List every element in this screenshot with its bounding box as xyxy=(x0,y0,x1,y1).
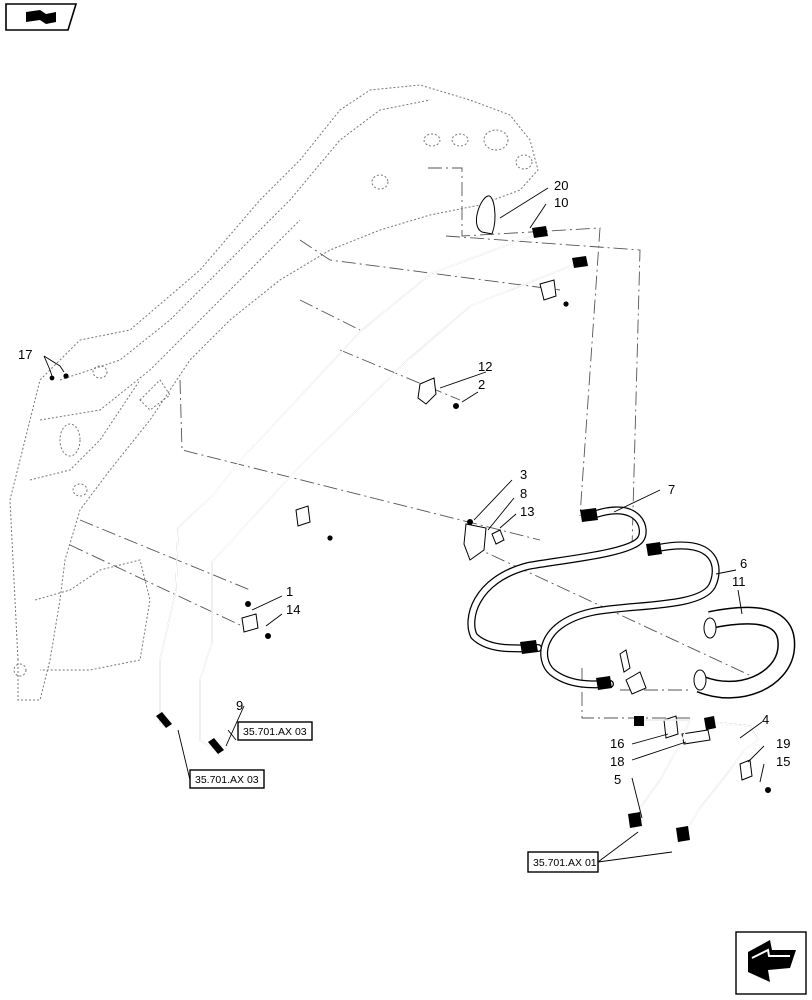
callout-8: 8 xyxy=(520,486,527,501)
book-arrow-icon[interactable] xyxy=(5,3,78,31)
callout-labels: 20 10 12 2 17 3 8 13 7 6 11 1 14 9 4 19 … xyxy=(18,178,790,787)
hydraulic-tube-right xyxy=(199,261,581,754)
callout-16: 16 xyxy=(610,736,624,751)
callout-6: 6 xyxy=(740,556,747,571)
tube-fittings xyxy=(532,226,588,268)
tube-4 xyxy=(676,716,759,842)
loader-arm-outline xyxy=(9,84,539,701)
bracket-1 xyxy=(241,601,271,639)
callout-1: 1 xyxy=(286,584,293,599)
assembly-guide-lines xyxy=(69,167,761,719)
callout-15: 15 xyxy=(776,754,790,769)
callout-17: 17 xyxy=(18,347,32,362)
callout-12: 12 xyxy=(478,359,492,374)
reference-a-text: 35.701.AX 03 xyxy=(243,726,307,738)
callout-7: 7 xyxy=(668,482,675,497)
reference-box-c[interactable]: 35.701.AX 01 xyxy=(527,851,599,873)
callout-14: 14 xyxy=(286,602,300,617)
clip-mid xyxy=(619,649,647,695)
callout-18: 18 xyxy=(610,754,624,769)
reference-box-a[interactable]: 35.701.AX 03 xyxy=(237,721,313,741)
tube-5 xyxy=(628,716,692,831)
bracket-mid xyxy=(295,505,333,541)
bracket-19 xyxy=(739,759,771,793)
bracket-12 xyxy=(417,377,459,409)
callout-9: 9 xyxy=(236,698,243,713)
leader-lines xyxy=(43,187,765,863)
callout-10: 10 xyxy=(554,195,568,210)
callout-20: 20 xyxy=(554,178,568,193)
callout-3: 3 xyxy=(520,467,527,482)
hose-6 xyxy=(540,541,720,690)
callout-2: 2 xyxy=(478,377,485,392)
bracket-upper xyxy=(539,279,569,307)
reference-b-text: 35.701.AX 03 xyxy=(195,774,259,786)
callout-5: 5 xyxy=(614,772,621,787)
reference-box-b[interactable]: 35.701.AX 03 xyxy=(189,769,265,789)
callout-11: 11 xyxy=(732,574,746,589)
bracket-16-18 xyxy=(663,715,711,745)
hose-7 xyxy=(467,506,647,654)
reference-c-text: 35.701.AX 01 xyxy=(533,857,597,869)
next-page-arrow-icon[interactable] xyxy=(735,931,807,995)
callout-4: 4 xyxy=(762,712,769,727)
callout-13: 13 xyxy=(520,504,534,519)
callout-19: 19 xyxy=(776,736,790,751)
fastener-17 xyxy=(49,373,69,381)
hydraulic-tube-left xyxy=(156,231,543,728)
bracket-8 xyxy=(463,519,505,561)
clamp-20 xyxy=(476,195,496,235)
hose-sleeve-11 xyxy=(693,606,796,699)
